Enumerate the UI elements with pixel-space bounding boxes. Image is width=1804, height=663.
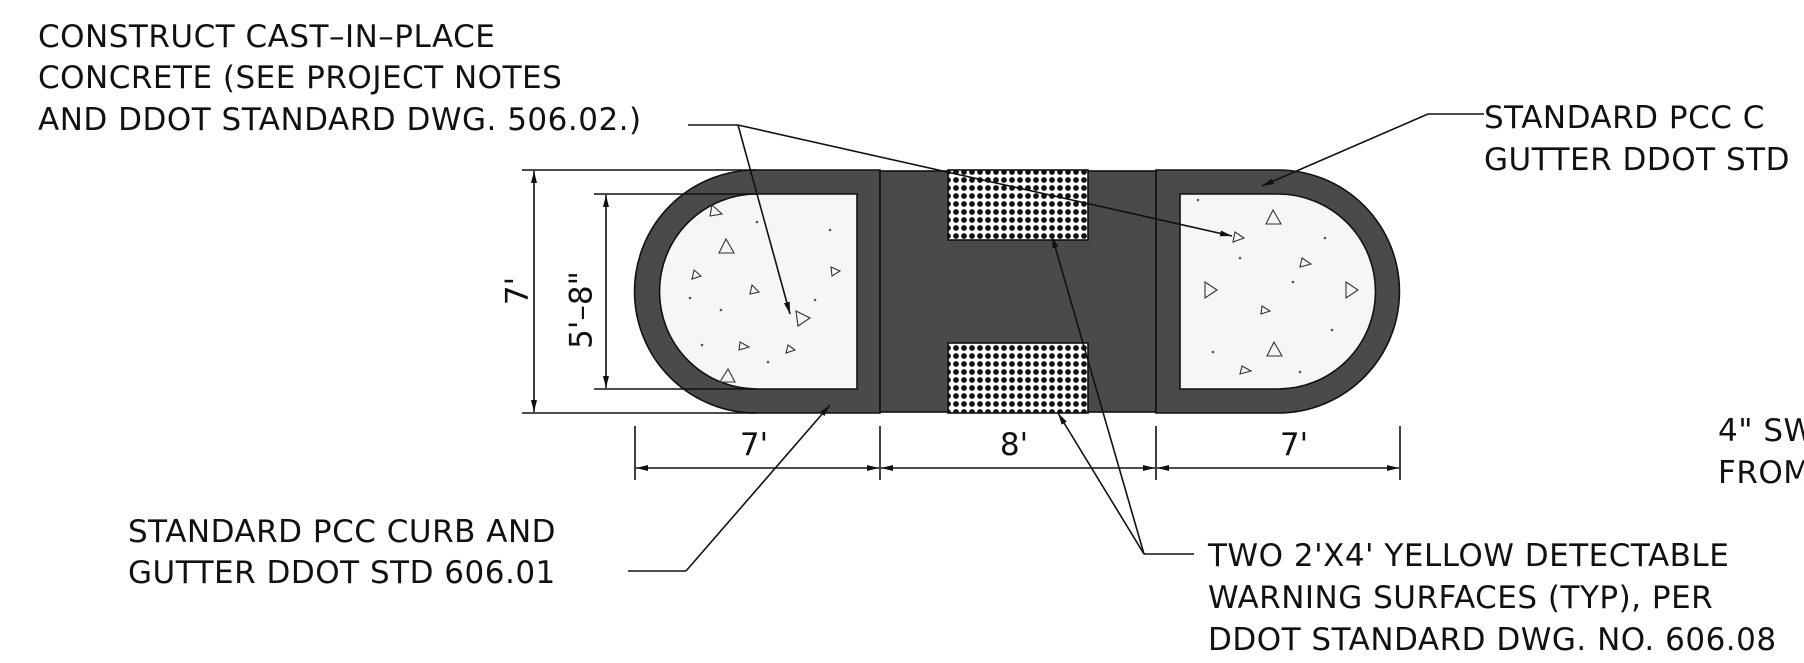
- svg-text:STANDARD PCC C: STANDARD PCC C: [1484, 100, 1765, 136]
- detectable-warning-surface-top: [947, 169, 1089, 241]
- svg-text:CONSTRUCT CAST–IN–PLACE: CONSTRUCT CAST–IN–PLACE: [38, 19, 495, 55]
- warning-leader-top: [1051, 235, 1145, 555]
- left-aggregate-texture: [688, 203, 842, 383]
- right-aggregate-texture: [1196, 198, 1359, 375]
- curb-right-leader: [1261, 113, 1429, 187]
- cip-leader-left: [737, 124, 791, 315]
- right-concrete-fill: [1179, 193, 1377, 390]
- svg-text:TWO 2'X4' YELLOW DETECTABLE: TWO 2'X4' YELLOW DETECTABLE: [1207, 538, 1729, 574]
- svg-text:4" SW: 4" SW: [1718, 413, 1804, 449]
- svg-text:GUTTER DDOT STD 606.01: GUTTER DDOT STD 606.01: [128, 555, 556, 591]
- swale-note: 4" SW FROM: [1718, 413, 1804, 491]
- detectable-warning-surface-bottom: [947, 342, 1089, 414]
- median-island: [633, 169, 1401, 414]
- svg-text:GUTTER DDOT STD: GUTTER DDOT STD: [1484, 142, 1790, 178]
- svg-text:DDOT STANDARD DWG. NO. 606.08: DDOT STANDARD DWG. NO. 606.08: [1208, 622, 1777, 658]
- leader-lines: [628, 113, 1484, 572]
- cast-in-place-note: CONSTRUCT CAST–IN–PLACE CONCRETE (SEE PR…: [38, 19, 642, 138]
- left-width-label: 7': [740, 427, 768, 463]
- inner-height-label: 5'–8": [564, 271, 600, 349]
- curb-left-note: STANDARD PCC CURB AND GUTTER DDOT STD 60…: [128, 514, 556, 591]
- detectable-warning-note: TWO 2'X4' YELLOW DETECTABLE WARNING SURF…: [1207, 538, 1777, 658]
- overall-height-label: 7': [500, 277, 536, 305]
- svg-text:FROM: FROM: [1718, 455, 1804, 491]
- curb-right-note: STANDARD PCC C GUTTER DDOT STD: [1484, 100, 1790, 178]
- cip-leader-right: [737, 124, 1233, 237]
- dimension-lines: [522, 169, 1401, 480]
- center-width-label: 8': [1000, 427, 1028, 463]
- warning-leader-bottom: [1057, 412, 1145, 555]
- svg-text:AND DDOT STANDARD DWG. 506.02.: AND DDOT STANDARD DWG. 506.02.): [38, 102, 642, 138]
- curb-left-leader: [685, 404, 831, 572]
- right-width-label: 7': [1280, 427, 1308, 463]
- svg-text:WARNING SURFACES (TYP), PER: WARNING SURFACES (TYP), PER: [1208, 580, 1713, 616]
- svg-text:CONCRETE (SEE PROJECT NOTES: CONCRETE (SEE PROJECT NOTES: [38, 60, 562, 96]
- svg-text:STANDARD PCC CURB AND: STANDARD PCC CURB AND: [128, 514, 556, 550]
